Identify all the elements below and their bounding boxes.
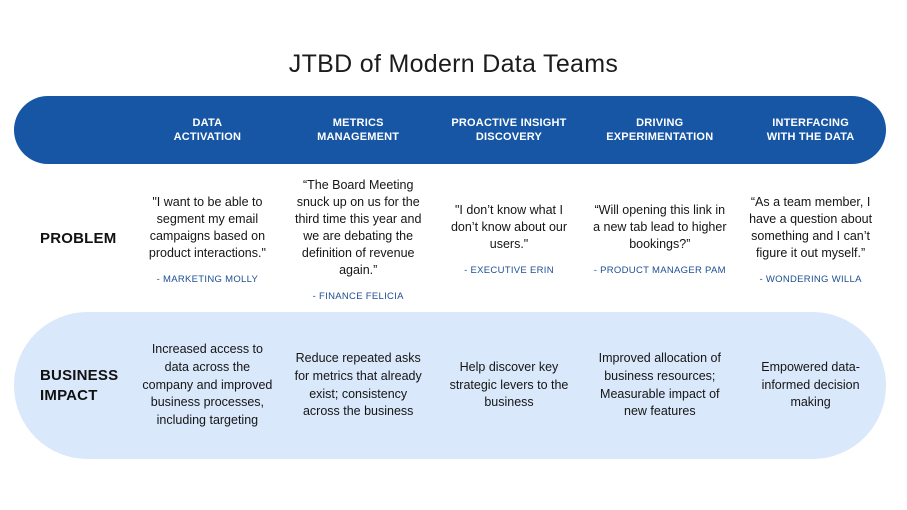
impact-cell-proactive-insight-discovery: Help discover key strategic levers to th… (434, 359, 585, 412)
column-header-proactive-insight-discovery: PROACTIVE INSIGHT DISCOVERY (451, 116, 567, 143)
problem-row: PROBLEM "I want to be able to segment my… (14, 168, 886, 310)
quote-attribution: - FINANCE FELICIA (312, 290, 404, 302)
problem-cell-interfacing-with-the-data: “As a team member, I have a question abo… (735, 194, 886, 285)
impact-cell-data-activation: Increased access to data across the comp… (132, 341, 283, 430)
impact-text: Empowered data-informed decision making (761, 359, 860, 410)
impact-cell-driving-experimentation: Improved allocation of business resource… (584, 350, 735, 421)
business-impact-row-label: BUSINESS IMPACT (40, 367, 119, 404)
problem-quote: “As a team member, I have a question abo… (749, 194, 873, 260)
column-header-data-activation: DATA ACTIVATION (173, 116, 242, 143)
problem-cell-data-activation: "I want to be able to segment my email c… (132, 194, 283, 285)
impact-text: Improved allocation of business resource… (598, 351, 721, 419)
quote-attribution: - MARKETING MOLLY (156, 273, 259, 285)
problem-row-label: PROBLEM (40, 230, 117, 248)
page-title: JTBD of Modern Data Teams (288, 50, 619, 78)
column-header-interfacing-with-the-data: INTERFACING WITH THE DATA (766, 116, 855, 143)
impact-text: Help discover key strategic levers to th… (449, 359, 569, 410)
header-band: DATA ACTIVATION METRICS MANAGEMENT PROAC… (14, 96, 886, 164)
impact-text: Increased access to data across the comp… (142, 342, 273, 428)
problem-quote: "I want to be able to segment my email c… (148, 194, 266, 260)
problem-cell-driving-experimentation: “Will opening this link in a new tab lea… (584, 202, 735, 276)
problem-cell-proactive-insight-discovery: "I don’t know what I don’t know about ou… (434, 202, 585, 276)
problem-quote: "I don’t know what I don’t know about ou… (450, 203, 568, 251)
problem-cell-metrics-management: “The Board Meeting snuck up on us for th… (283, 177, 434, 302)
problem-quote: “The Board Meeting snuck up on us for th… (294, 177, 422, 277)
quote-attribution: - EXECUTIVE ERIN (464, 265, 554, 276)
quote-attribution: - PRODUCT MANAGER PAM (593, 265, 726, 276)
business-impact-band: BUSINESS IMPACT Increased access to data… (14, 312, 886, 459)
column-header-metrics-management: METRICS MANAGEMENT (317, 116, 400, 143)
problem-quote: “Will opening this link in a new tab lea… (593, 203, 727, 251)
impact-text: Reduce repeated asks for metrics that al… (294, 351, 422, 419)
quote-attribution: - WONDERING WILLA (759, 273, 862, 285)
column-header-driving-experimentation: DRIVING EXPERIMENTATION (606, 116, 714, 143)
impact-cell-interfacing-with-the-data: Empowered data-informed decision making (735, 359, 886, 412)
impact-cell-metrics-management: Reduce repeated asks for metrics that al… (283, 350, 434, 421)
